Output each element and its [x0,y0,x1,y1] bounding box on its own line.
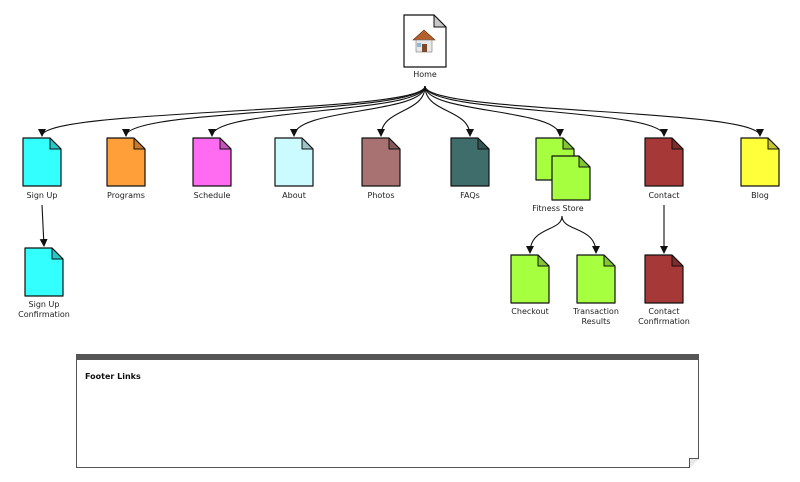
page-label-photos: Photos [367,191,395,200]
connector-arrow [424,85,474,137]
connector-arrow [526,215,563,254]
connector-arrow [208,85,426,137]
page-node-blog[interactable] [740,137,780,187]
connector-arrow [561,215,600,254]
subpage-node-transaction-results[interactable] [576,254,616,304]
page-node-about[interactable] [274,137,314,187]
footer-page-fold [689,458,699,468]
subpage-node-contact-confirmation[interactable] [644,254,684,304]
footer-panel-header-bar [77,354,698,360]
page-node-contact[interactable] [644,137,684,187]
page-node-faqs[interactable] [450,137,490,187]
connector-arrow [424,85,564,137]
connector-arrow [122,85,426,137]
subpage-label-transaction-results: Transaction Results [573,307,619,326]
connector-arrow [424,85,668,137]
subpage-label-contact-confirmation: Contact Confirmation [638,307,690,326]
page-label-schedule: Schedule [193,191,231,200]
page-label-contact: Contact [648,191,680,200]
page-label-signup: Sign Up [26,191,58,200]
page-node-schedule[interactable] [192,137,232,187]
connector-arrow [290,85,426,137]
page-node-photos[interactable] [361,137,401,187]
connector-arrow [424,85,764,137]
page-label-blog: Blog [751,191,769,200]
page-node-programs[interactable] [106,137,146,187]
home-label: Home [413,70,437,79]
page-label-fitness-store: Fitness Store [532,204,584,213]
connector-arrow [38,85,426,137]
page-label-programs: Programs [107,191,145,200]
page-label-faqs: FAQs [460,191,480,200]
subpage-label-checkout: Checkout [511,307,549,316]
connector-arrow [39,204,48,247]
page-node-signup[interactable] [22,137,62,187]
home-page-node[interactable] [403,14,447,68]
house-icon [412,29,436,53]
footer-links-title: Footer Links [85,372,141,381]
subpage-node-signup-confirmation[interactable] [24,247,64,297]
page-node-fitness-store[interactable] [551,155,591,201]
subpage-node-checkout[interactable] [510,254,550,304]
page-label-about: About [282,191,306,200]
connector-arrow [377,85,426,137]
subpage-label-signup-confirmation: Sign Up Confirmation [18,300,70,319]
footer-links-panel: Footer Links [76,354,699,468]
